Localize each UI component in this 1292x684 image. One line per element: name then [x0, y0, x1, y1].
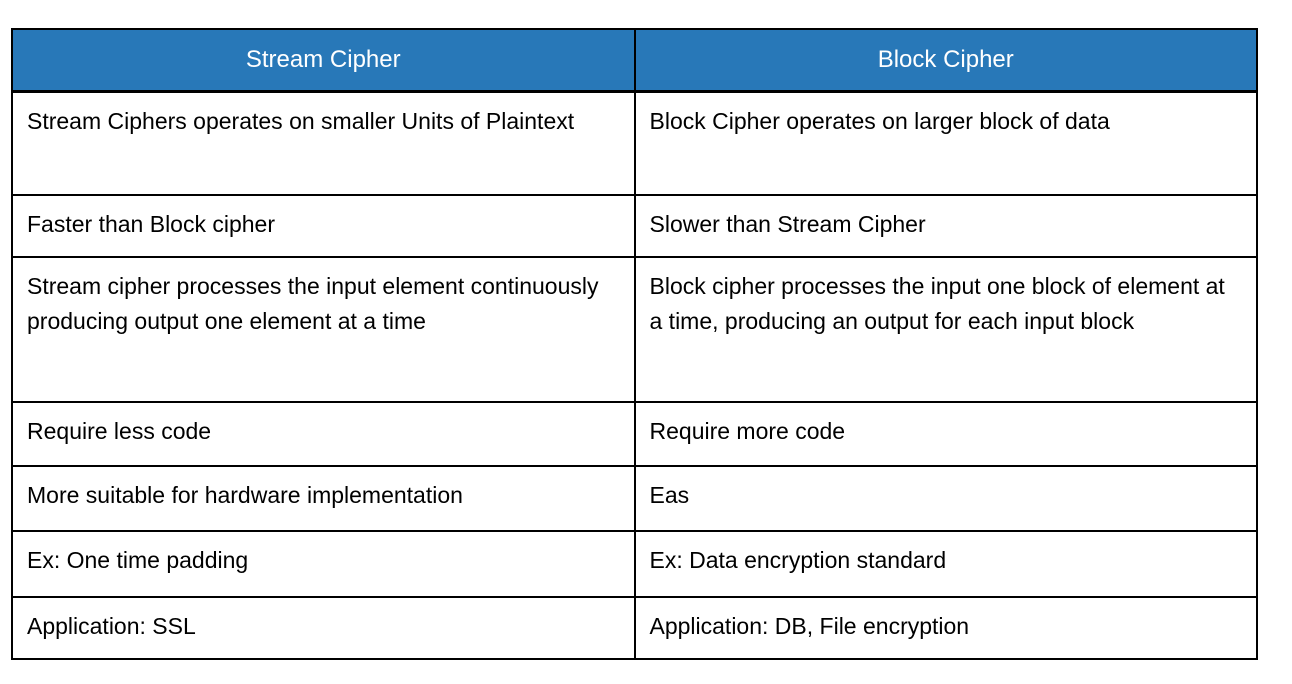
table-row: Stream cipher processes the input elemen…	[11, 256, 1258, 403]
stream-cipher-cell: Stream Ciphers operates on smaller Units…	[11, 90, 636, 196]
cipher-comparison-table: Stream Cipher Block Cipher Stream Cipher…	[11, 28, 1258, 660]
block-cipher-cell: Application: DB, File encryption	[633, 596, 1258, 660]
column-header-block-cipher: Block Cipher	[633, 28, 1258, 93]
column-header-stream-cipher: Stream Cipher	[11, 28, 636, 93]
header-row: Stream Cipher Block Cipher	[11, 28, 1258, 93]
table-row: Stream Ciphers operates on smaller Units…	[11, 90, 1258, 196]
stream-cipher-cell: Application: SSL	[11, 596, 636, 660]
block-cipher-cell: Eas	[633, 465, 1258, 532]
stream-cipher-cell: Require less code	[11, 401, 636, 467]
block-cipher-cell: Slower than Stream Cipher	[633, 194, 1258, 258]
table-row: Faster than Block cipher Slower than Str…	[11, 194, 1258, 258]
block-cipher-cell: Ex: Data encryption standard	[633, 530, 1258, 598]
block-cipher-cell: Block cipher processes the input one blo…	[633, 256, 1258, 403]
stream-cipher-cell: Faster than Block cipher	[11, 194, 636, 258]
stream-cipher-cell: More suitable for hardware implementatio…	[11, 465, 636, 532]
table-row: Ex: One time padding Ex: Data encryption…	[11, 530, 1258, 598]
table-body: Stream Ciphers operates on smaller Units…	[11, 90, 1258, 660]
table-row: Application: SSL Application: DB, File e…	[11, 596, 1258, 660]
table-header: Stream Cipher Block Cipher	[11, 28, 1258, 93]
stream-cipher-cell: Ex: One time padding	[11, 530, 636, 598]
block-cipher-cell: Block Cipher operates on larger block of…	[633, 90, 1258, 196]
table-row: More suitable for hardware implementatio…	[11, 465, 1258, 532]
block-cipher-cell: Require more code	[633, 401, 1258, 467]
table-row: Require less code Require more code	[11, 401, 1258, 467]
stream-cipher-cell: Stream cipher processes the input elemen…	[11, 256, 636, 403]
